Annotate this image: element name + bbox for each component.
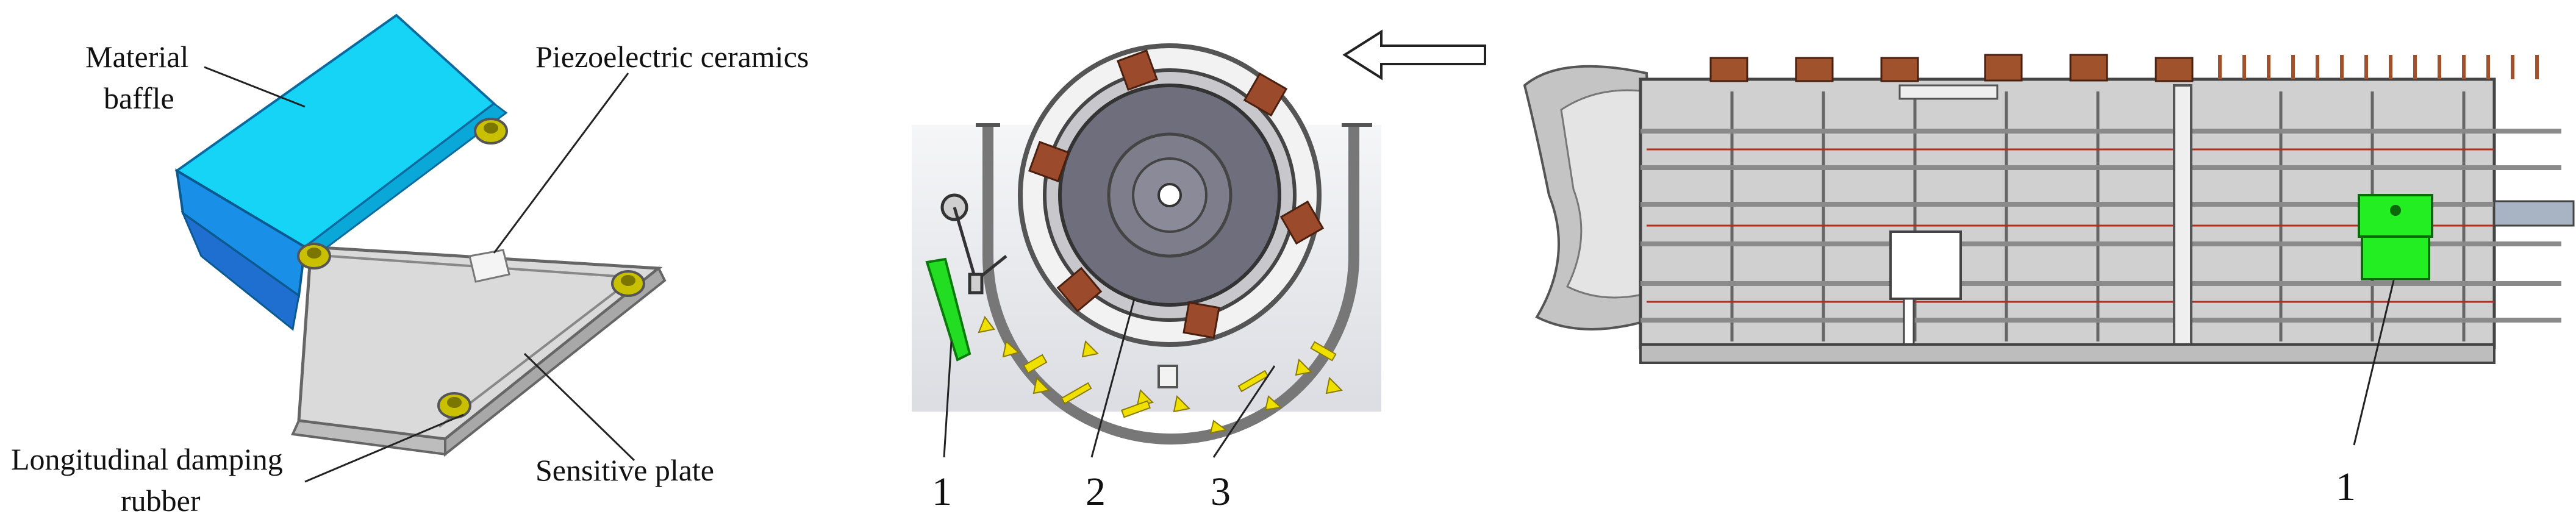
- label-damping-rubber-2: rubber: [121, 484, 201, 518]
- linkage-mechanism: [940, 193, 1007, 295]
- panel-a-sensor-assembly: Material baffle Piezoelectric ceramics L…: [11, 13, 809, 518]
- label-sensitive-plate: Sensitive plate: [535, 453, 714, 487]
- label-b-3: 3: [1211, 470, 1231, 514]
- grain-particles: [978, 315, 1343, 434]
- label-b-1: 1: [932, 470, 952, 514]
- piezoelectric-ceramic-shape: [468, 249, 510, 283]
- damping-rubber-group: [297, 118, 645, 419]
- label-b-2: 2: [1086, 470, 1106, 514]
- label-material-baffle-1: Material: [85, 40, 188, 74]
- copper-tabs: [1709, 54, 2194, 82]
- sensor-1-green: [925, 257, 971, 362]
- label-damping-rubber-1: Longitudinal damping: [11, 442, 283, 476]
- panel-b-drum-section: 1 2 3: [912, 43, 1381, 514]
- drum-teeth-group: [1028, 49, 1325, 339]
- left-arrow-icon: [1342, 29, 1486, 80]
- sensor-1-green-c: [2358, 194, 2433, 280]
- label-material-baffle-2: baffle: [104, 81, 174, 115]
- panel-c-header-assembly: 1: [1494, 37, 2575, 509]
- label-piezoelectric-ceramics: Piezoelectric ceramics: [535, 40, 809, 74]
- header-frame: [1639, 77, 2496, 349]
- label-c-1: 1: [2336, 465, 2356, 509]
